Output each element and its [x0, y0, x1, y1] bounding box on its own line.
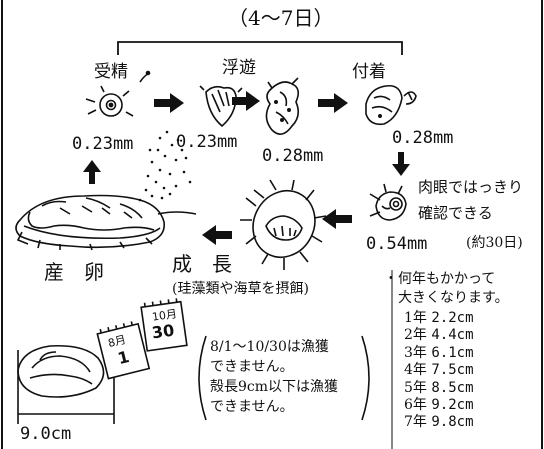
regulation-line1: 8/1～10/30は漁獲 — [210, 339, 329, 355]
growth-year-row: 4年 7.5cm — [404, 362, 474, 379]
regulation-line2: できません。 — [210, 359, 294, 375]
arrow-larva2-to-attached — [318, 93, 348, 113]
calendar-back-month: 10月 — [151, 307, 178, 324]
arrow-growth-to-spawning — [202, 225, 232, 245]
growth-year-row: 2年 4.4cm — [404, 327, 474, 344]
growth-year-row: 7年 9.8cm — [404, 414, 474, 431]
growth-year-row: 5年 8.5cm — [404, 379, 474, 396]
measured-shell-drawing — [17, 344, 115, 424]
regulation-line3: 殻長9cm以下は漁獲 — [210, 379, 339, 395]
arrow-larva-to-larva2 — [232, 91, 260, 111]
size-adult: 9.0cm — [20, 424, 72, 444]
size-juvenile: 0.54mm — [366, 234, 428, 254]
size-larva1: 0.23mm — [176, 132, 238, 152]
calendar-front-page — [96, 321, 151, 380]
growth-year-row: 6年 9.2cm — [404, 397, 474, 414]
juvenile-note-days: (約30日) — [466, 235, 523, 251]
spawning-adult-drawing — [15, 194, 197, 251]
size-egg: 0.23mm — [72, 134, 134, 154]
juvenile-note-line1: 肉眼ではっきり — [418, 178, 524, 196]
arrow-egg-to-larva — [154, 93, 184, 113]
juvenile-note-line2: 確認できる — [418, 204, 493, 222]
arrow-adult-to-egg — [83, 160, 101, 184]
food-note: (珪藻類や海草を摂餌) — [172, 281, 309, 297]
growth-year-row: 1年 2.2cm — [404, 310, 474, 326]
growth-by-year-list: 1年 2.2cm 2年 4.4cm 3年 6.1cm 4年 7.5cm 5年 8… — [404, 310, 474, 432]
size-attached: 0.28mm — [392, 128, 454, 148]
growth-note-line1: ・何年もかかって — [384, 271, 496, 287]
stage-label-spawning: 産 卵 — [44, 260, 104, 284]
egg-drawing — [85, 70, 151, 117]
calendar-pages-drawing — [96, 298, 188, 380]
larva1-drawing — [199, 85, 243, 128]
calendar-back-day: 30 — [150, 320, 176, 343]
stage-label-growth: 成 長 — [172, 252, 232, 276]
growth-year-row: 3年 6.1cm — [404, 344, 474, 361]
arrow-juvenile-to-growth — [322, 209, 352, 229]
juvenile-drawing — [369, 183, 407, 221]
top-row-arrows — [154, 91, 348, 113]
growth-note-line2: 大きくなります。 — [398, 290, 509, 306]
arrow-attached-to-juvenile — [392, 152, 410, 176]
stage-label-attachment: 付着 — [352, 62, 386, 82]
larva2-drawing — [265, 77, 300, 135]
size-larva2: 0.28mm — [262, 146, 324, 166]
regulation-brackets — [198, 335, 370, 421]
stage-label-floating: 浮遊 — [222, 58, 256, 78]
regulation-line4: できません。 — [210, 399, 294, 415]
growing-abalone-drawing — [240, 179, 327, 270]
calendar-back-page — [140, 298, 188, 352]
stage-label-fertilization: 受精 — [94, 62, 128, 82]
spawned-egg-dots — [138, 130, 192, 202]
period-bracket — [117, 41, 403, 55]
period-label: （4～7日） — [228, 6, 334, 30]
attached-larva-drawing — [365, 84, 417, 126]
